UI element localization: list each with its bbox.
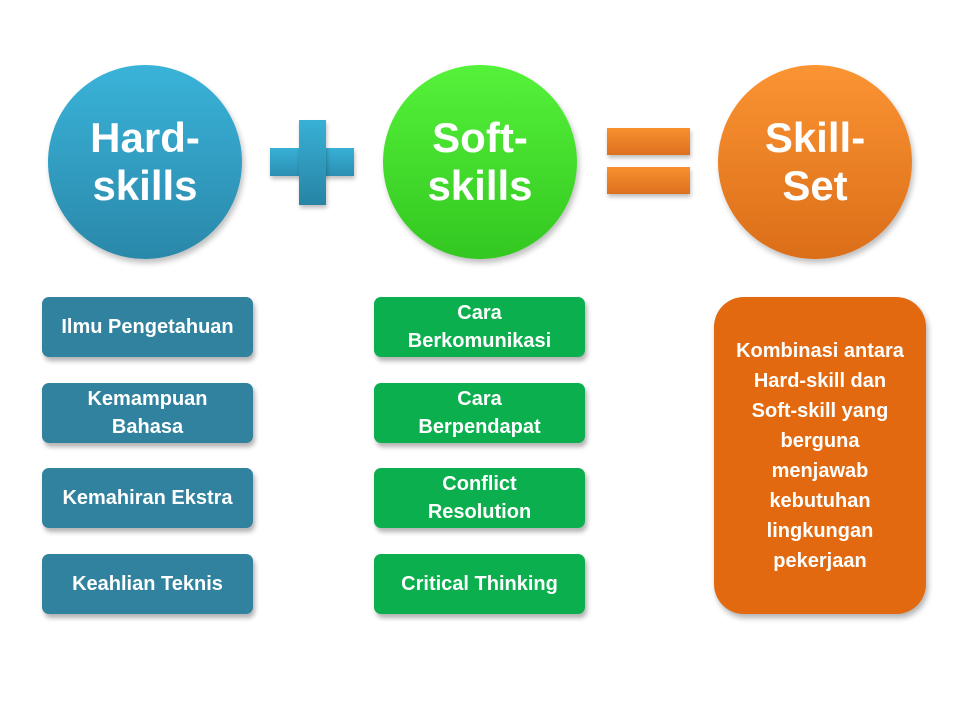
skillset-description: Kombinasi antara Hard-skill dan Soft-ski… [736, 339, 904, 572]
soft-skills-circle: Soft-skills [383, 65, 577, 259]
hard-skills-title: Hard-skills [90, 114, 200, 209]
hard-skill-box: Ilmu Pengetahuan [42, 297, 253, 357]
soft-skill-label: Cara Berpendapat [418, 388, 541, 438]
soft-skills-title: Soft-skills [427, 114, 533, 209]
hard-skill-label: Keahlian Teknis [72, 573, 223, 595]
skillset-circle: Skill-Set [718, 65, 912, 259]
skillset-description-box: Kombinasi antara Hard-skill dan Soft-ski… [714, 297, 926, 614]
hard-skill-box: Kemampuan Bahasa [42, 383, 253, 443]
soft-skill-label: Critical Thinking [401, 573, 558, 595]
soft-skill-label: Cara Berkomunikasi [407, 302, 552, 352]
hard-skill-label: Kemampuan Bahasa [87, 388, 208, 438]
skillset-title: Skill-Set [764, 114, 866, 209]
hard-skill-box: Keahlian Teknis [42, 554, 253, 614]
equals-icon [607, 128, 690, 155]
hard-skills-circle: Hard-skills [48, 65, 242, 259]
soft-skill-label: Conflict Resolution [427, 473, 532, 523]
hard-skill-label: Kemahiran Ekstra [62, 487, 233, 509]
hard-skill-label: Ilmu Pengetahuan [61, 316, 234, 338]
hard-skill-box: Kemahiran Ekstra [42, 468, 253, 528]
plus-icon-vertical [299, 120, 326, 205]
soft-skill-box: Cara Berpendapat [374, 383, 585, 443]
soft-skill-box: Cara Berkomunikasi [374, 297, 585, 357]
equals-icon-lower [607, 167, 690, 194]
soft-skill-box: Critical Thinking [374, 554, 585, 614]
soft-skill-box: Conflict Resolution [374, 468, 585, 528]
